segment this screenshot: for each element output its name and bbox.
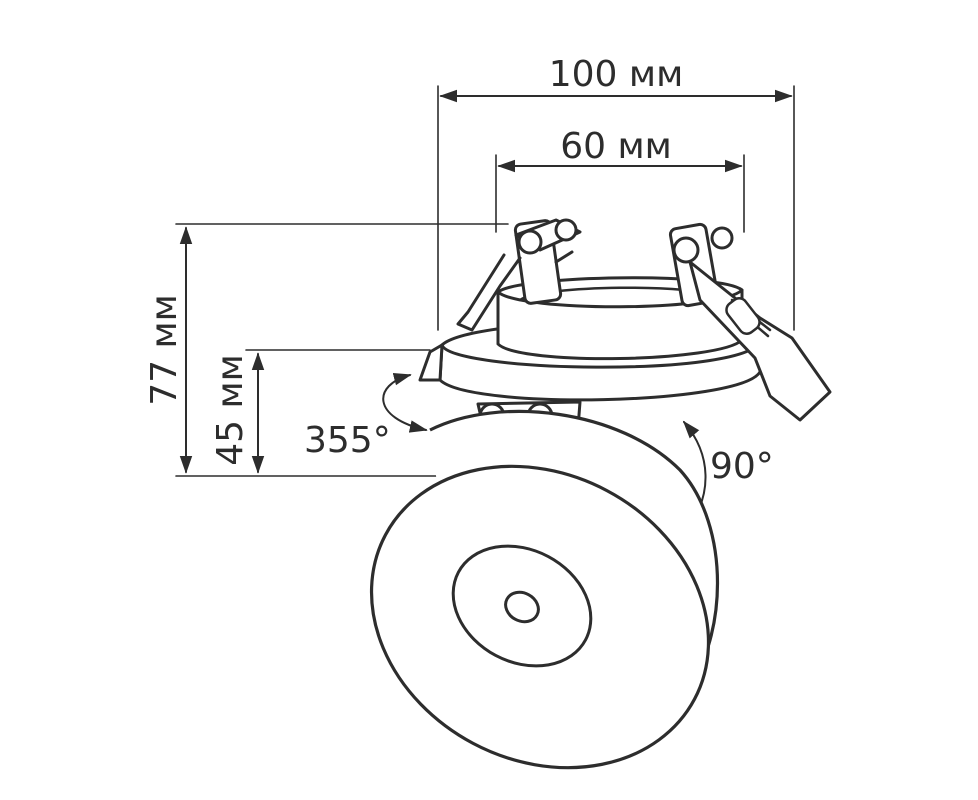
label-tilt-angle: 90° [710,446,774,487]
spring-clip-left [456,218,582,332]
spring-clip-right [668,222,832,422]
lamp-head-face [369,464,711,770]
label-head-height: 45 мм [210,354,251,466]
label-rotation-angle: 355° [304,420,391,461]
label-cutout-width: 60 мм [560,126,672,167]
lamp-lens [504,590,540,624]
rotation-355-arrow [382,373,428,433]
label-total-height: 77 мм [144,294,185,406]
lamp-reflector [451,544,593,668]
dimension-lines [175,85,795,477]
label-outer-width: 100 мм [549,54,683,95]
flange-lip [418,343,444,382]
lamp-head [369,409,719,770]
luminaire [369,218,832,770]
mounting-flange-edge [440,340,762,369]
